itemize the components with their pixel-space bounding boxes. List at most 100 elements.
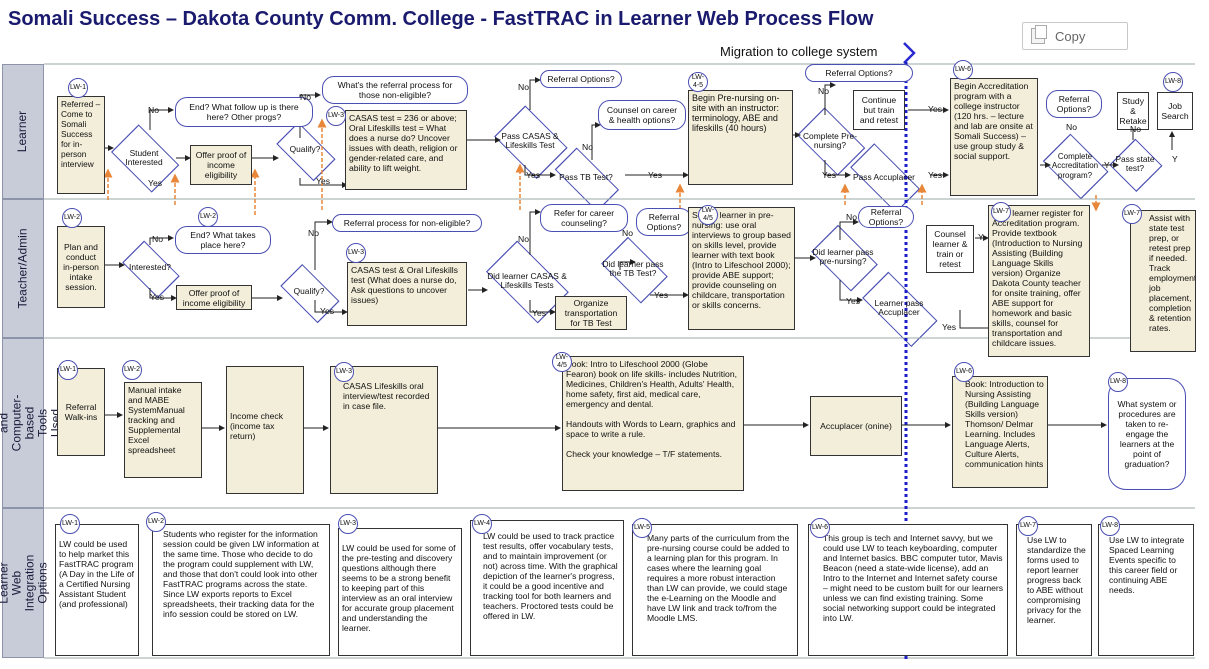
copy-icon [1031, 25, 1047, 44]
label-yes: Yes [150, 292, 165, 302]
teacher-refer-career: Refer for career counseling? [540, 204, 628, 232]
learner-referral-options: Referral Options? [540, 70, 622, 88]
teacher-counsel-retest: Counsel learner & train or retest [926, 225, 974, 273]
lw-option-8: Use LW to integrate Spaced Learning Even… [1098, 524, 1194, 656]
teacher-casas-test: CASAS test & Oral Lifeskills test (What … [347, 262, 467, 326]
tools-income-check: Income check (income tax return) [226, 366, 304, 494]
lw8-badge-learner: LW-8 [1163, 72, 1183, 92]
learner-referral-options3: Referral Options? [1046, 90, 1102, 118]
label-yes: Yes [316, 176, 331, 186]
learner-casas-test: CASAS test = 236 or above; Oral Lifeskil… [345, 110, 467, 190]
teacher-setup-learner: Set up learner in pre-nursing: use oral … [688, 207, 795, 330]
teacher-did-learner-tb: Did learner pass the TB Test? [602, 244, 664, 294]
lane-tools-band [2, 338, 44, 508]
label-no: No [148, 105, 159, 115]
learner-qualify: Qualify? [276, 130, 334, 170]
lw1-badge: LW-1 [68, 78, 88, 98]
page-title: Somali Success – Dakota County Comm. Col… [8, 8, 874, 30]
lw2-badge: LW-2 [62, 208, 82, 228]
copy-button[interactable]: Copy [1022, 22, 1128, 50]
label-no: No [1130, 124, 1141, 134]
learner-complete-prenursing: Complete Pre-nursing? [798, 115, 862, 167]
lw8-badge-options: LW-8 [1100, 516, 1120, 536]
label-no: No [518, 234, 529, 244]
teacher-learner-pass-accuplacer: Learner pass Accuplacer [860, 284, 938, 332]
teacher-referral-options2: Referral Options? [858, 206, 914, 228]
lw6-badge-options: LW-6 [810, 518, 830, 538]
tools-book: Book: Intro to Lifeschool 2000 (Globe Fe… [562, 356, 744, 491]
lw3-badge-options: LW-3 [338, 514, 358, 534]
teacher-plan-intake: Plan and conduct in-person intake sessio… [57, 226, 105, 308]
teacher-help-register: Help learner register for Accreditation … [988, 205, 1090, 357]
learner-student-interested: Student Interested [112, 132, 176, 184]
label-y: Y [978, 232, 984, 242]
copy-label: Copy [1055, 28, 1086, 44]
learner-referral-options2: Referral Options? [805, 64, 913, 82]
tools-referral-walkins: Referral Walk-ins [57, 368, 105, 456]
label-no: No [300, 92, 311, 102]
lw-option-4: LW could be used to track practice test … [470, 520, 624, 656]
label-yes: Yes [532, 308, 547, 318]
learner-job-search: Job Search [1157, 92, 1193, 130]
lw6-badge-learner: LW-6 [953, 60, 973, 80]
learner-offer-proof: Offer proof of income eligibility [190, 145, 252, 185]
tools-book2: Book: Introduction to Nursing Assisting … [952, 376, 1048, 488]
lw45b-badge: LW-4/5 [698, 205, 718, 225]
lw-option-5: Many parts of the curriculum from the pr… [632, 524, 798, 656]
lw7-badge-teacher: LW-7 [991, 202, 1011, 222]
learner-complete-accreditation: Complete Accreditation program? [1045, 140, 1105, 192]
lw-option-1: LW could be used to help market this Fas… [55, 524, 139, 656]
label-no: No [818, 86, 829, 96]
lw3-badge-teacher: LW-3 [346, 243, 366, 263]
lw1-badge-options: LW-1 [60, 514, 80, 534]
learner-pass-tb: Pass TB Test? [553, 158, 619, 198]
label-yes: Yes [526, 170, 541, 180]
label-no: No [518, 82, 529, 92]
teacher-nonelig-question: Referral process for non-eligible? [332, 214, 482, 232]
lw-option-2: Students who register for the informatio… [152, 524, 330, 656]
lw7-badge-teacher2: LW-7 [1122, 204, 1142, 224]
lw7-badge-options: LW-7 [1018, 516, 1038, 536]
learner-nonelig-question: What's the referral process for those no… [322, 76, 468, 104]
tools-casas: CASAS Lifeskills oral interview/test rec… [330, 366, 438, 494]
tools-what-system: What system or procedures are taken to r… [1108, 378, 1186, 490]
learner-end-question: End? What follow up is there here? Other… [175, 97, 313, 127]
label-no: No [152, 234, 163, 244]
teacher-end-question: End? What takes place here? [175, 226, 271, 254]
label-no: No [622, 228, 633, 238]
lw3-badge-tools: LW-3 [334, 362, 354, 382]
teacher-offer-proof: Offer proof of income eligibility [176, 285, 252, 310]
label-no: No [582, 142, 593, 152]
lw2-badge-tools: LW-2 [122, 360, 142, 380]
label-yes: Yes [942, 322, 957, 332]
label-yes: Yes [320, 306, 335, 316]
lw2-badge-small: LW-2 [198, 207, 218, 227]
lw45-badge: LW-4-5 [688, 72, 708, 92]
teacher-interested: Interested? [122, 248, 178, 288]
lw-option-7: Use LW to standardize the forms used to … [1016, 524, 1092, 656]
learner-study-retake: Study & Retake [1117, 92, 1149, 130]
lane-learner-band [2, 64, 44, 199]
learner-begin-prenursing: Begin Pre-nursing on-site with an instru… [688, 90, 793, 185]
lw-option-3: LW could be used for some of the pre-tes… [338, 528, 462, 656]
migration-chevron [903, 42, 916, 64]
lane-lw-band [2, 508, 44, 658]
tools-manual-intake: Manual intake and MABE SystemManual trac… [124, 382, 202, 478]
learner-referred: Referred – Come to Somali Success for in… [57, 96, 105, 194]
teacher-organize-tb: Organize transportation for TB Test [555, 296, 627, 330]
label-no: No [308, 228, 319, 238]
learner-pass-accuplacer: Pass Accuplacer [848, 155, 920, 200]
learner-continue-train: Continue but train and retest [853, 90, 905, 130]
lw4-badge-options: LW-4 [472, 514, 492, 534]
lw8-badge-tools: LW-8 [1108, 372, 1128, 392]
tools-accuplacer: Accuplacer (onine) [810, 396, 902, 456]
teacher-did-learner-casas: Did learner CASAS & Lifeskills Tests [486, 252, 568, 310]
label-y: Y [1104, 160, 1110, 170]
lw2-badge-options: LW-2 [146, 512, 166, 532]
label-y: Y [1172, 154, 1178, 164]
lw-option-6: This group is tech and Internet savvy, b… [808, 524, 1008, 656]
learner-pass-state: Pass state test? [1114, 140, 1156, 188]
lw45b-badge-tools: LW-4/5 [552, 352, 572, 372]
teacher-did-learner-prenursing: Did learner pass pre-nursing? [812, 232, 874, 282]
